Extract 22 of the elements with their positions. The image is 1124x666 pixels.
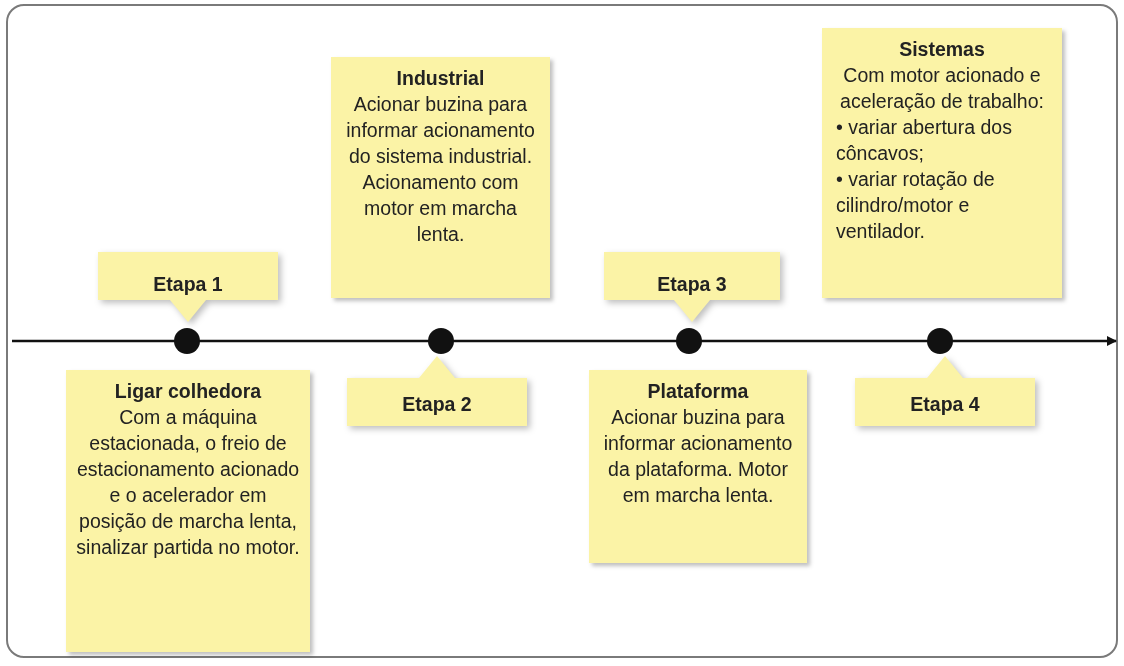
note-text: Acionar buzina para informar acionamento da plataforma. Motor em marcha lenta.	[602, 405, 794, 508]
note-card	[589, 370, 807, 563]
note-text: Com a máquina estacionada, o freio de estacionamento acionado e o acelerador em posição de marcha lenta, sinalizar partida no motor.	[75, 405, 301, 560]
stage-label: Etapa 2	[401, 393, 473, 416]
note-text: Acionar buzina para informar acionamento do sistema industrial. Acionamento com motor em marcha lenta.	[345, 92, 536, 247]
note-text: Com motor acionado e aceleração de trabalho:	[839, 63, 1045, 114]
stage-label: Etapa 3	[656, 273, 728, 296]
stage-label: Etapa 4	[909, 393, 981, 416]
bullet-item: • variar rotação de cilindro/motor e ventilador.	[835, 167, 996, 244]
note-heading: Sistemas	[898, 37, 986, 62]
note-card	[822, 28, 1062, 298]
note-heading: Plataforma	[646, 379, 750, 404]
stage-label: Etapa 1	[152, 273, 224, 296]
stage-tag	[98, 252, 278, 322]
note-card	[331, 57, 550, 298]
stage-tag	[604, 252, 780, 322]
note-heading: Ligar colhedora	[113, 379, 263, 404]
note-card	[66, 370, 310, 652]
note-heading: Industrial	[395, 66, 486, 91]
bullet-item: • variar abertura dos côncavos;	[835, 115, 1013, 166]
stage-tag	[855, 356, 1035, 426]
stage-tag	[347, 356, 527, 426]
